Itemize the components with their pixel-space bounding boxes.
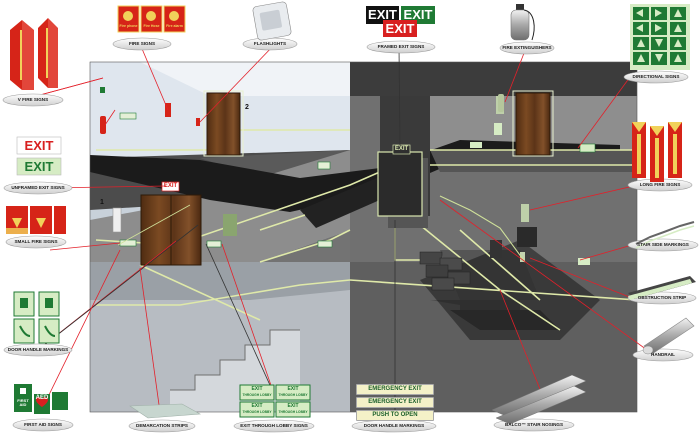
lobby-through-2: THROUGH LOBBY (278, 393, 308, 397)
callout-leaders (37, 43, 655, 426)
label-first-aid-signs: FIRST AID SIGNS (24, 422, 62, 427)
long-fire-signs-product (632, 122, 682, 182)
demarcation-strip-product (129, 403, 202, 419)
door-handle-markings-product (13, 291, 60, 344)
obstruction-boxes (419, 251, 471, 291)
directional-signs-product (630, 4, 690, 70)
aed-text: AED (35, 395, 49, 401)
framed-exit-green: EXIT (403, 7, 433, 22)
label-ellipses (2, 37, 699, 433)
balco-stair-nosings-product (491, 374, 587, 425)
label-demarcation-strips: DEMARCATION STRIPS (136, 423, 188, 428)
label-fire-signs: FIRE SIGNS (128, 41, 156, 46)
scene-exit-sign-dark: EXIT (394, 146, 409, 152)
lobby-exit-3: EXIT (251, 403, 263, 409)
fire-alarm-text: Fire alarm (166, 24, 183, 28)
exit-through-lobby-signs-product (239, 384, 311, 418)
fire-hose-text: Fire Hose (143, 24, 160, 28)
unframed-exit-white: EXIT (24, 138, 54, 153)
fire-extinguisher-product (510, 4, 535, 41)
label-balco-stair-nosings: BALCO™ STAIR NOSINGS (504, 422, 564, 427)
label-handrail: HANDRAIL (651, 352, 675, 357)
push-to-open-strip: PUSH TO OPEN (356, 410, 434, 421)
floor-number-1: 1 (100, 199, 104, 206)
label-framed-exit-signs: FRAMED EXIT SIGNS (377, 44, 425, 49)
lobby-through-1: THROUGH LOBBY (242, 393, 272, 397)
small-fire-signs-product (6, 206, 66, 234)
label-long-fire-signs: LONG FIRE SIGNS (639, 182, 681, 187)
wall-sign (223, 214, 237, 236)
stair-side-markings-product (635, 221, 695, 249)
handrail-product (642, 317, 695, 355)
label-v-fire-signs: V FIRE SIGNS (17, 97, 49, 102)
framed-exit-red: EXIT (385, 21, 415, 36)
obstruction-strip-product (628, 276, 696, 300)
v-fire-signs-product (10, 18, 58, 90)
label-stair-side-markings: STAIR SIDE MARKINGS (637, 242, 689, 247)
scene-exit-sign: EXIT (163, 183, 178, 189)
label-directional-signs: DIRECTIONAL SIGNS (632, 74, 680, 79)
label-obstruction-strip: OBSTRUCTION STRIP (637, 295, 687, 300)
label-unframed-exit-signs: UNFRAMED EXIT SIGNS (11, 185, 65, 190)
lobby-through-3: THROUGH LOBBY (242, 410, 272, 414)
stairwell-scene (89, 61, 638, 413)
first-aid-text: FIRST AID (17, 398, 29, 407)
fire-phone-text: Fire phone (119, 24, 138, 28)
label-exit-through-lobby-signs: EXIT THROUGH LOBBY SIGNS (240, 423, 308, 428)
lobby-through-4: THROUGH LOBBY (278, 410, 308, 414)
label-door-handle-markings-bottom: DOOR HANDLE MARKINGS (363, 423, 425, 428)
label-flashlights: FLASHLIGHTS (253, 41, 287, 46)
emergency-exit-strip-1: EMERGENCY EXIT (356, 384, 434, 395)
upper-door (206, 92, 241, 156)
fire-signs-product (117, 5, 186, 33)
wall-panel (112, 207, 122, 233)
unframed-exit-glow: EXIT (24, 159, 54, 174)
flashlight-product (252, 1, 292, 41)
lobby-exit-2: EXIT (287, 386, 299, 392)
unframed-exit-signs-product (16, 136, 62, 176)
framed-exit-signs-product (366, 6, 435, 37)
label-door-handle-markings: DOOR HANDLE MARKINGS (7, 347, 69, 352)
lobby-exit-4: EXIT (287, 403, 299, 409)
lobby-exit-1: EXIT (251, 386, 263, 392)
first-aid-signs-product (14, 384, 68, 414)
label-fire-extinguishers: FIRE EXTINGUISHERS (502, 45, 552, 50)
floor-number-2: 2 (245, 104, 249, 111)
right-door (515, 92, 551, 156)
label-small-fire-signs: SMALL FIRE SIGNS (14, 239, 58, 244)
radiator (517, 227, 537, 247)
emergency-exit-strip-2: EMERGENCY EXIT (356, 397, 434, 408)
framed-exit-black: EXIT (368, 7, 397, 22)
